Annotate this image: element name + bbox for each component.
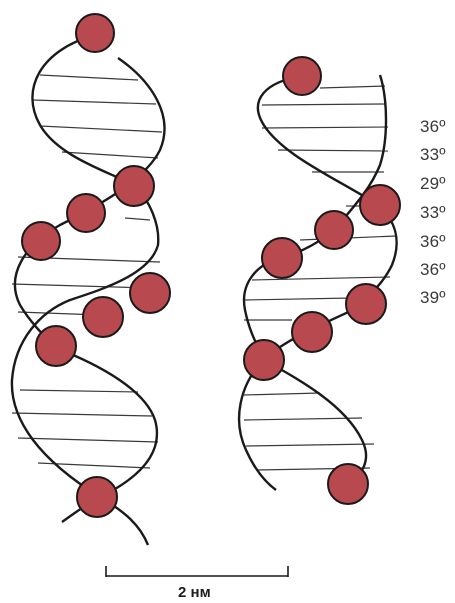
phosphate-group	[346, 284, 386, 324]
twist-angle-label: 33º	[420, 145, 446, 165]
twist-angle-label: 36º	[420, 260, 446, 280]
right-helix-phosphates	[244, 57, 400, 504]
left-helix-base-pairs	[12, 75, 162, 468]
right-helix-base-pairs	[244, 86, 396, 470]
phosphate-group	[328, 464, 368, 504]
phosphate-group	[283, 57, 321, 95]
twist-angle-label: 39º	[420, 288, 446, 308]
phosphate-group	[360, 185, 400, 225]
twist-angle-label: 29º	[420, 174, 446, 194]
phosphate-group	[244, 340, 284, 380]
phosphate-group	[262, 238, 302, 278]
phosphate-group	[315, 211, 353, 249]
phosphate-group	[22, 222, 60, 260]
phosphate-group	[130, 273, 170, 313]
scale-bar	[106, 566, 288, 577]
phosphate-group	[114, 166, 154, 206]
right-helix-strand-1	[239, 76, 397, 490]
phosphate-group	[67, 194, 105, 232]
left-helix	[12, 14, 170, 545]
right-helix	[239, 57, 400, 504]
twist-angle-label: 36º	[420, 117, 446, 137]
phosphate-group	[76, 14, 114, 52]
scale-bar-label: 2 нм	[178, 584, 211, 601]
twist-angle-label: 36º	[420, 232, 446, 252]
phosphate-group	[83, 297, 123, 337]
phosphate-group	[77, 477, 117, 517]
phosphate-group	[292, 312, 332, 352]
twist-angle-label: 33º	[420, 203, 446, 223]
phosphate-group	[36, 326, 76, 366]
